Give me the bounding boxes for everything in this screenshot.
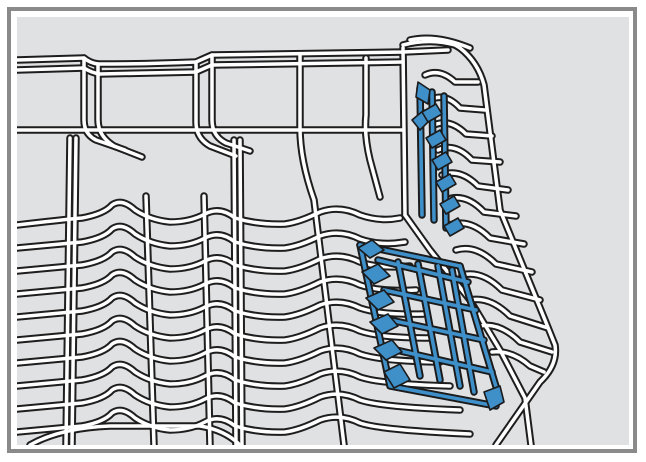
folding-tine-insert <box>358 81 505 411</box>
rack-illustration <box>17 17 629 445</box>
rack-drawing <box>17 17 629 445</box>
